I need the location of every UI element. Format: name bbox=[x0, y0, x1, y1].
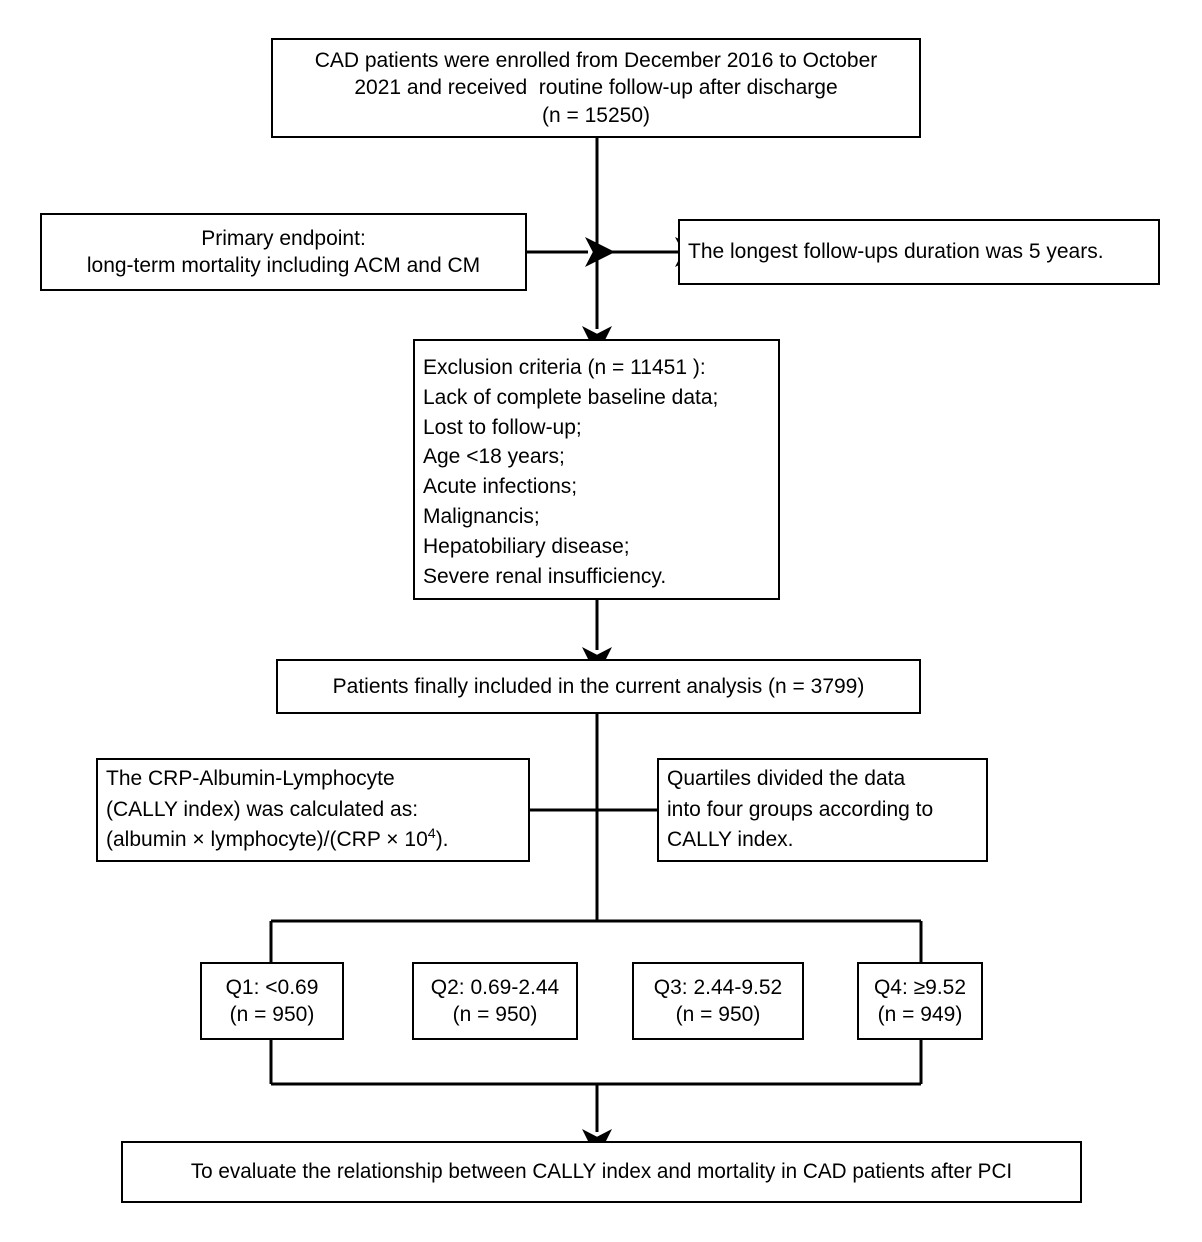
objective-line-1: To evaluate the relationship between CAL… bbox=[190, 1160, 1013, 1184]
quartile-q1-count: (n = 950) bbox=[229, 1003, 315, 1026]
exclusion-line-3: Lost to follow-up; bbox=[423, 415, 582, 439]
exclusion-line-1: Exclusion criteria (n = 11451 ): bbox=[423, 356, 706, 379]
exclusion-line-2: Lack of complete baseline data; bbox=[423, 385, 719, 409]
primary-endpoint-line-2: long-term mortality including ACM and CM bbox=[86, 254, 481, 277]
followup-duration-line-1: The longest follow-ups duration was 5 ye… bbox=[688, 240, 1104, 264]
objective-box: To evaluate the relationship between CAL… bbox=[121, 1141, 1082, 1203]
enrollment-line-3: (n = 15250) bbox=[542, 103, 650, 127]
quartile-q2-label: Q2: 0.69-2.44 bbox=[430, 975, 560, 999]
quartile-q3-count: (n = 950) bbox=[675, 1003, 761, 1026]
primary-endpoint-box: Primary endpoint: long-term mortality in… bbox=[40, 213, 527, 291]
quartile-box-q2: Q2: 0.69-2.44 (n = 950) bbox=[412, 962, 578, 1040]
cally-formula-line-2: (CALLY index) was calculated as: bbox=[106, 797, 419, 821]
quartile-box-q1: Q1: <0.69 (n = 950) bbox=[200, 962, 344, 1040]
cally-formula-exponent: 4 bbox=[427, 826, 436, 843]
quartile-q4-label: Q4: ≥9.52 bbox=[873, 975, 967, 999]
included-patients-box: Patients finally included in the current… bbox=[276, 659, 921, 714]
quartile-split-line-1: Quartiles divided the data bbox=[667, 767, 906, 791]
enrollment-line-2: 2021 and received routine follow-up afte… bbox=[354, 76, 838, 100]
exclusion-line-7: Hepatobiliary disease; bbox=[423, 534, 630, 558]
primary-endpoint-line-1: Primary endpoint: bbox=[201, 226, 366, 250]
included-patients-line-1: Patients finally included in the current… bbox=[332, 674, 865, 698]
enrollment-box: CAD patients were enrolled from December… bbox=[271, 38, 921, 138]
quartile-q2-count: (n = 950) bbox=[452, 1003, 538, 1026]
cally-formula-line-3: (albumin × lymphocyte)/(CRP × 104). bbox=[106, 825, 522, 855]
quartile-q4-count: (n = 949) bbox=[877, 1003, 963, 1026]
exclusion-criteria-box: Exclusion criteria (n = 11451 ): Lack of… bbox=[413, 339, 780, 600]
exclusion-line-4: Age <18 years; bbox=[423, 445, 565, 469]
followup-duration-box: The longest follow-ups duration was 5 ye… bbox=[678, 219, 1160, 285]
quartile-box-q3: Q3: 2.44-9.52 (n = 950) bbox=[632, 962, 804, 1040]
quartile-split-line-2: into four groups according to bbox=[667, 797, 934, 821]
cally-formula-suffix: ). bbox=[435, 828, 449, 852]
exclusion-line-8: Severe renal insufficiency. bbox=[423, 564, 667, 588]
exclusion-line-5: Acute infections; bbox=[423, 475, 578, 499]
quartile-split-line-3: CALLY index. bbox=[667, 828, 794, 852]
cally-formula-box: The CRP-Albumin-Lymphocyte (CALLY index)… bbox=[96, 758, 530, 862]
cally-formula-line-1: The CRP-Albumin-Lymphocyte bbox=[106, 767, 395, 791]
exclusion-line-6: Malignancis; bbox=[423, 505, 540, 529]
quartile-q3-label: Q3: 2.44-9.52 bbox=[653, 975, 783, 999]
quartile-q1-label: Q1: <0.69 bbox=[225, 975, 319, 999]
cally-formula-expression: (albumin × lymphocyte)/(CRP × 10 bbox=[106, 828, 428, 852]
quartile-box-q4: Q4: ≥9.52 (n = 949) bbox=[857, 962, 983, 1040]
quartile-split-box: Quartiles divided the data into four gro… bbox=[657, 758, 988, 862]
enrollment-line-1: CAD patients were enrolled from December… bbox=[314, 49, 878, 73]
